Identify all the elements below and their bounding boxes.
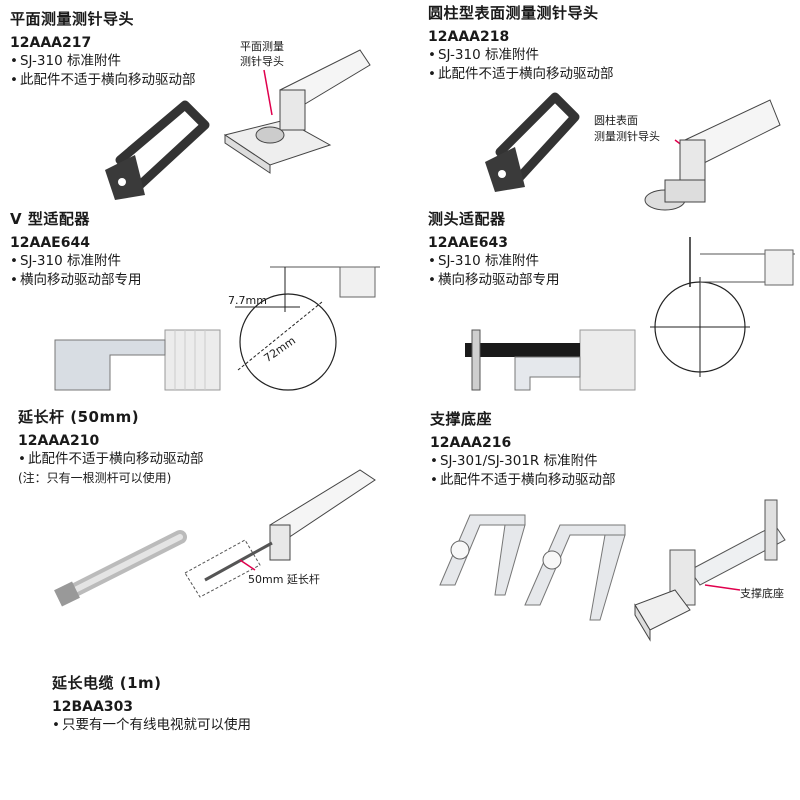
bullet-item: SJ-301/SJ-301R 标准附件	[430, 452, 615, 471]
section-title: 延长杆 (50mm)	[18, 408, 140, 426]
bullet-item: 此配件不适于横向移动驱动部	[428, 65, 614, 84]
part-code: 12AAA210	[18, 433, 100, 449]
section-title: 测头适配器	[428, 210, 506, 228]
section-title: V 型适配器	[10, 210, 90, 228]
v-adapter-diagram	[235, 266, 380, 391]
bullet-item: SJ-310 标准附件	[10, 252, 141, 271]
bullet-item: SJ-310 标准附件	[428, 46, 613, 65]
bullet-item: 只要有一个有线电视就可以使用	[52, 716, 251, 735]
note-text: (注：只有一根测杆可以使用)	[18, 471, 172, 485]
section-cylinder-stylus-guide: 圆柱型表面测量测针导头 12AAA218 SJ-310 标准附件 此配件不适于横…	[428, 2, 613, 84]
v-adapter-illustration	[54, 329, 221, 391]
section-v-adapter: V 型适配器 12AAE644 SJ-310 标准附件 横向移动驱动部专用	[10, 208, 141, 290]
bullet-item: 此配件不适于横向移动驱动部	[18, 450, 204, 469]
part-code: 12AAA216	[430, 435, 512, 451]
section-title: 延长电缆 (1m)	[52, 674, 162, 692]
flat-guide-illustration	[105, 100, 210, 200]
section-flat-stylus-guide: 平面测量测针导头 12AAA217 SJ-310 标准附件 此配件不适于横向移动…	[10, 8, 195, 90]
callout-label: 50mm 延长杆	[248, 573, 320, 586]
section-title: 平面测量测针导头	[10, 10, 135, 28]
callout-label: 平面测量	[240, 40, 284, 53]
callout-label: 支撑底座	[740, 587, 784, 600]
cylinder-guide-mounted-illustration	[644, 99, 781, 211]
extension-rod-illustration	[54, 530, 187, 607]
probe-adapter-illustration	[465, 329, 636, 391]
callout-label: 圆柱表面	[594, 114, 638, 127]
extension-rod-mounted-illustration	[184, 469, 376, 598]
support-base-mounted-illustration	[634, 499, 786, 642]
bullet-item: 此配件不适于横向移动驱动部	[10, 71, 196, 90]
bullet-item: 横向移动驱动部专用	[428, 271, 560, 290]
cylinder-guide-illustration	[485, 92, 580, 192]
support-base-illustration	[439, 514, 626, 621]
section-title: 圆柱型表面测量测针导头	[428, 4, 599, 22]
part-code: 12AAA217	[10, 35, 92, 51]
bullet-item: SJ-310 标准附件	[10, 52, 195, 71]
part-code: 12BAA303	[52, 699, 134, 715]
callout-label: 测量测针导头	[594, 130, 660, 143]
part-code: 12AAE644	[10, 235, 90, 251]
bullet-item: SJ-310 标准附件	[428, 252, 559, 271]
bullet-item: 此配件不适于横向移动驱动部	[430, 471, 616, 490]
section-extension-rod: 延长杆 (50mm) 12AAA210 此配件不适于横向移动驱动部 (注：只有一…	[18, 406, 203, 487]
section-support-base: 支撑底座 12AAA216 SJ-301/SJ-301R 标准附件 此配件不适于…	[430, 408, 615, 490]
part-code: 12AAE643	[428, 235, 508, 251]
bullet-item: 横向移动驱动部专用	[10, 271, 142, 290]
section-probe-adapter: 测头适配器 12AAE643 SJ-310 标准附件 横向移动驱动部专用	[428, 208, 559, 290]
section-extension-cable: 延长电缆 (1m) 12BAA303 只要有一个有线电视就可以使用	[52, 672, 251, 735]
dimension-label: 7.7mm	[228, 294, 267, 307]
probe-adapter-diagram	[650, 237, 795, 377]
callout-label: 测针导头	[240, 55, 284, 68]
section-title: 支撑底座	[430, 410, 493, 428]
part-code: 12AAA218	[428, 29, 510, 45]
flat-guide-mounted-illustration	[223, 49, 371, 174]
